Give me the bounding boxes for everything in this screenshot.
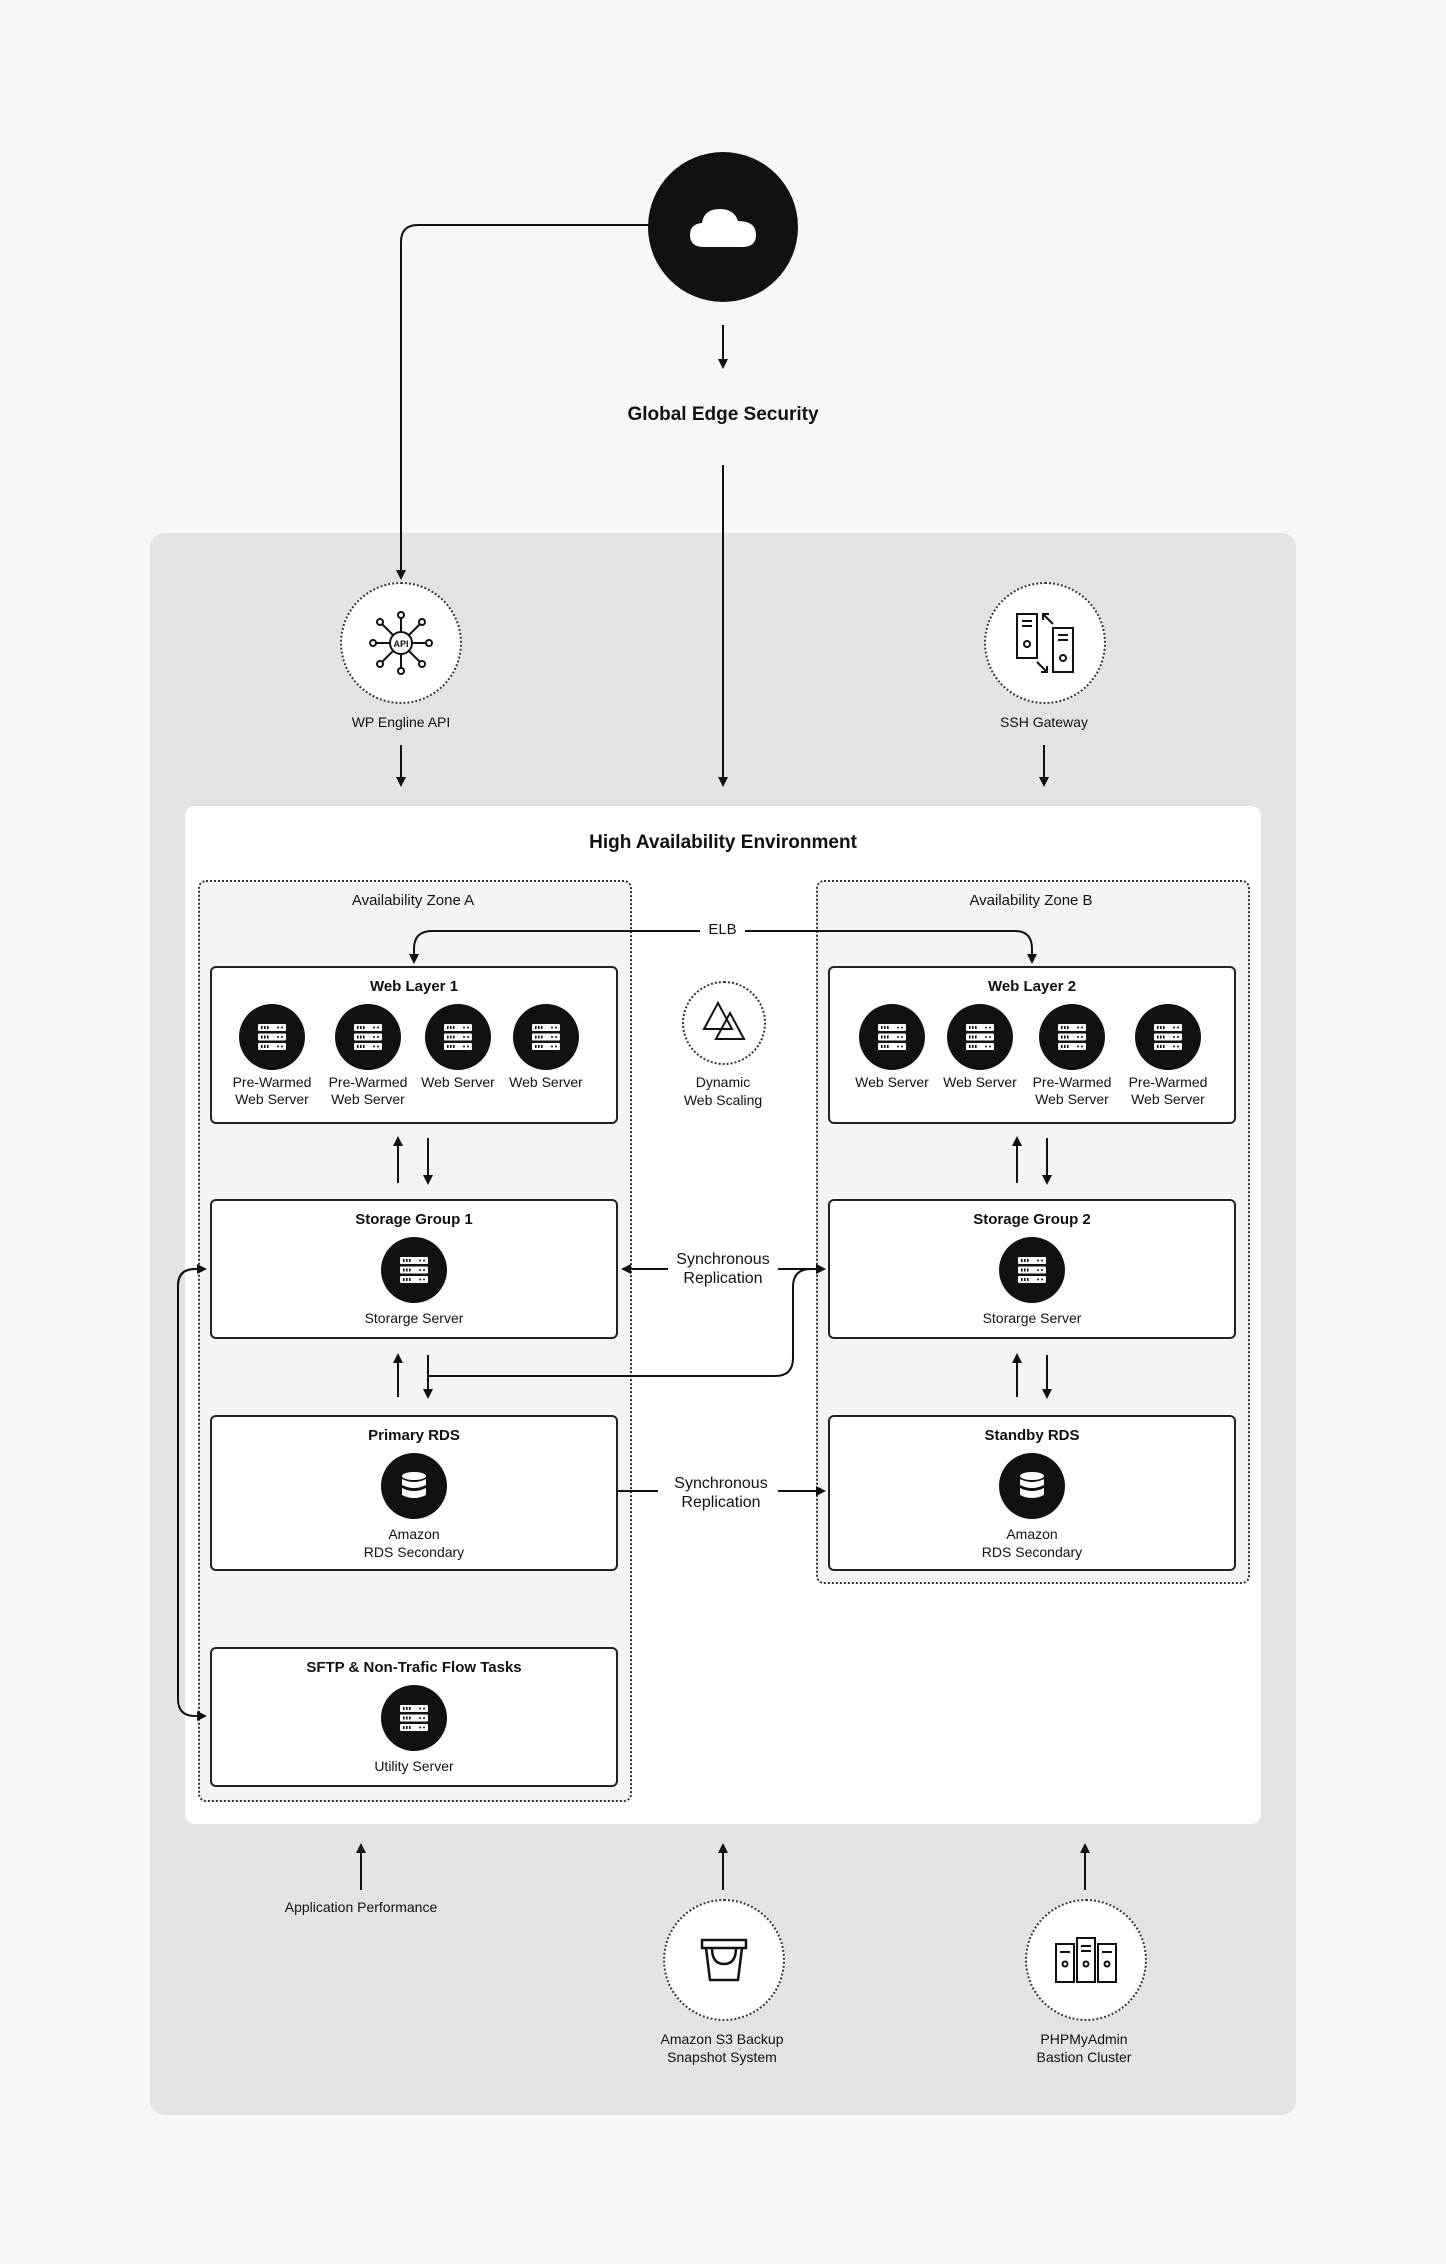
- dynamic-scaling-node: [682, 981, 766, 1065]
- server-icon: [947, 1004, 1013, 1070]
- server-icon: [381, 1685, 447, 1751]
- server-icon: [335, 1004, 401, 1070]
- wp-api-node: API: [340, 582, 462, 704]
- database-icon: [381, 1453, 447, 1519]
- server-icon: [1135, 1004, 1201, 1070]
- server-icon: [239, 1004, 305, 1070]
- rds-server-label: Amazon RDS Secondary: [981, 1526, 1083, 1560]
- phpmyadmin-node: [1025, 1899, 1147, 2021]
- phpmyadmin-label: PHPMyAdmin Bastion Cluster: [1036, 2031, 1132, 2065]
- web-server-label: Web Server: [855, 1074, 929, 1090]
- storage-group-2: Storage Group 2 Storarge Server: [828, 1199, 1236, 1339]
- server-icon: [381, 1237, 447, 1303]
- web-server: Pre-Warmed Web Server: [1032, 1004, 1112, 1108]
- web-server: Pre-Warmed Web Server: [1128, 1004, 1208, 1108]
- database-icon: [999, 1453, 1065, 1519]
- storage-group-2-title: Storage Group 2: [973, 1211, 1091, 1228]
- wp-api-label: WP Engline API: [351, 714, 451, 730]
- utility-box-title: SFTP & Non-Trafic Flow Tasks: [306, 1659, 522, 1676]
- web-server-label: Pre-Warmed Web Server: [232, 1074, 312, 1107]
- web-server: Web Server: [506, 1004, 586, 1091]
- sync-replication-rds-label: Synchronous Replication: [674, 1475, 768, 1511]
- primary-rds-title: Primary RDS: [368, 1427, 460, 1444]
- utility-server-label: Utility Server: [374, 1758, 454, 1774]
- api-hub-icon: API: [369, 611, 433, 675]
- web-server: Pre-Warmed Web Server: [232, 1004, 312, 1108]
- sync-replication-storage-label: Synchronous Replication: [676, 1251, 770, 1287]
- storage-server: [374, 1237, 454, 1303]
- svg-text:API: API: [393, 639, 408, 649]
- elb-label: ELB: [708, 921, 737, 938]
- servers-transfer-icon: [1016, 613, 1074, 673]
- rds-server: [992, 1453, 1072, 1519]
- standby-rds-title: Standby RDS: [984, 1427, 1080, 1444]
- storage-server-label: Storarge Server: [364, 1310, 464, 1326]
- ssh-gateway-node: [984, 582, 1106, 704]
- web-server: Pre-Warmed Web Server: [328, 1004, 408, 1108]
- rds-server-label: Amazon RDS Secondary: [363, 1526, 465, 1560]
- dynamic-scaling-label: Dynamic Web Scaling: [683, 1074, 763, 1108]
- web-server-label: Pre-Warmed Web Server: [328, 1074, 408, 1107]
- web-layer-1-title: Web Layer 1: [369, 978, 459, 995]
- ssh-gateway-label: SSH Gateway: [1000, 714, 1088, 730]
- utility-box: SFTP & Non-Trafic Flow Tasks Utility Ser…: [210, 1647, 618, 1787]
- web-server: Web Server: [852, 1004, 932, 1091]
- web-layer-2: Web Layer 2 Web Server Web Server Pre-Wa…: [828, 966, 1236, 1124]
- server-icon: [859, 1004, 925, 1070]
- s3-backup-label: Amazon S3 Backup Snapshot System: [660, 2031, 784, 2065]
- standby-rds: Standby RDS Amazon RDS Secondary: [828, 1415, 1236, 1571]
- web-server: Web Server: [418, 1004, 498, 1091]
- storage-group-1-title: Storage Group 1: [355, 1211, 473, 1228]
- web-server-label: Web Server: [421, 1074, 495, 1090]
- storage-group-1: Storage Group 1 Storarge Server: [210, 1199, 618, 1339]
- server-icon: [425, 1004, 491, 1070]
- edge-security-label: Global Edge Security: [627, 404, 819, 425]
- storage-server-label: Storarge Server: [982, 1310, 1082, 1326]
- environment-title: High Availability Environment: [589, 832, 857, 853]
- app-performance-label: Application Performance: [284, 1899, 438, 1915]
- web-layer-2-title: Web Layer 2: [987, 978, 1077, 995]
- web-server-label: Web Server: [943, 1074, 1017, 1090]
- zone-a-title: Availability Zone A: [351, 892, 475, 909]
- web-server-label: Pre-Warmed Web Server: [1032, 1074, 1112, 1107]
- web-server-label: Web Server: [509, 1074, 583, 1090]
- rds-server: [374, 1453, 454, 1519]
- web-layer-1: Web Layer 1 Pre-Warmed Web Server Pre-Wa…: [210, 966, 618, 1124]
- triangles-icon: [702, 1000, 746, 1040]
- s3-backup-node: [663, 1899, 785, 2021]
- utility-server: [374, 1685, 454, 1751]
- server-icon: [999, 1237, 1065, 1303]
- server-icon: [513, 1004, 579, 1070]
- cloud-node: [648, 152, 798, 302]
- primary-rds: Primary RDS Amazon RDS Secondary: [210, 1415, 618, 1571]
- server-cluster-icon: [1055, 1937, 1117, 1983]
- bucket-icon: [700, 1938, 748, 1982]
- web-server-label: Pre-Warmed Web Server: [1128, 1074, 1208, 1107]
- server-icon: [1039, 1004, 1105, 1070]
- zone-b-title: Availability Zone B: [969, 892, 1093, 909]
- storage-server: [992, 1237, 1072, 1303]
- cloud-icon: [690, 209, 756, 247]
- web-server: Web Server: [940, 1004, 1020, 1091]
